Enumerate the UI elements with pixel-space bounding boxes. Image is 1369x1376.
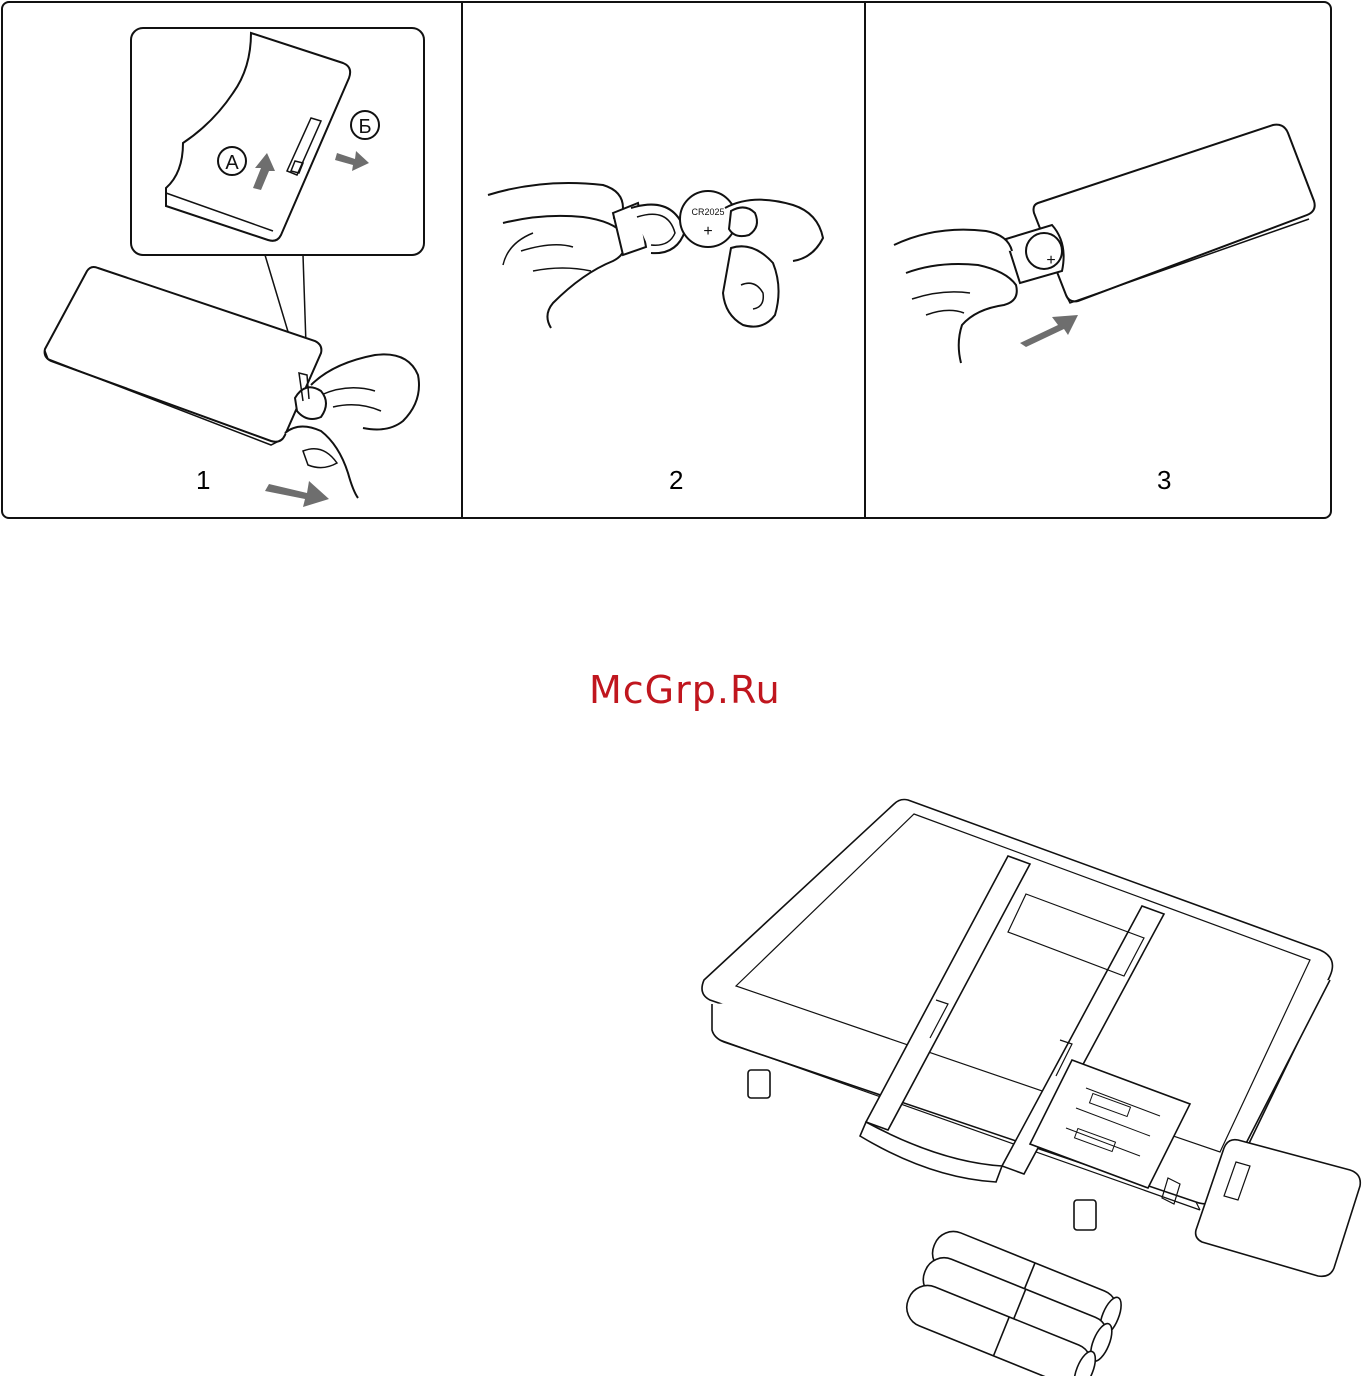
step-number: 2: [669, 465, 683, 496]
svg-text:+: +: [703, 223, 712, 240]
aa-battery-icon: [901, 1225, 1126, 1376]
step-number: 1: [196, 465, 210, 496]
svg-text:Б: Б: [358, 116, 371, 138]
svg-text:+: +: [1046, 252, 1055, 269]
step-2-illustration: CR2025 +: [463, 3, 864, 518]
svg-text:CR2025: CR2025: [691, 207, 724, 217]
arrow-icon: [1020, 315, 1078, 347]
instruction-panel: А Б 1: [1, 1, 1332, 519]
step-number: 3: [1157, 465, 1171, 496]
coin-battery-icon: +: [1046, 252, 1055, 269]
watermark-text: McGrp.Ru: [589, 668, 781, 712]
step-1-illustration: А Б: [3, 3, 461, 518]
device-battery-illustration: [690, 790, 1369, 1376]
svg-text:А: А: [225, 152, 239, 174]
step-3-illustration: +: [866, 3, 1332, 518]
